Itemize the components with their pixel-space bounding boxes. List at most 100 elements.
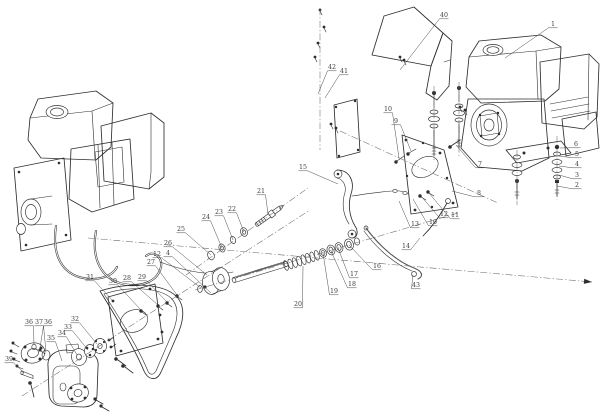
part-number: 40 [440, 12, 448, 19]
callout-12: 12 [420, 195, 449, 219]
part-number: 6 [574, 141, 578, 148]
part-number: 10 [384, 106, 392, 113]
part-number: 33 [64, 324, 72, 331]
callout-leader [398, 200, 411, 228]
throttle-cable [351, 190, 409, 197]
callout-leader [55, 341, 63, 362]
callout-28: 28 [122, 275, 159, 306]
callout-leader [155, 265, 178, 296]
callout-leader [400, 124, 412, 152]
callout-leader [146, 280, 168, 303]
callout-leader [185, 232, 212, 256]
part-number: 7 [478, 161, 482, 168]
callout-leader [33, 325, 35, 346]
callout-18: 18 [330, 250, 357, 289]
callout-31: 31 [85, 274, 113, 301]
part-number: 34 [58, 330, 66, 337]
callout-leader [39, 325, 44, 349]
callout-5: 5 [558, 151, 582, 159]
right-engine [460, 34, 600, 172]
part-number: 12 [440, 211, 448, 218]
callout-leader [223, 215, 234, 241]
callout-23: 23 [214, 209, 234, 241]
callout-11: 11 [428, 192, 460, 220]
callout-43: 43 [411, 274, 421, 290]
part-number: 11 [451, 212, 459, 219]
callout-41: 41 [324, 68, 349, 99]
belt-guard [371, 6, 453, 101]
part-number: 9 [394, 118, 398, 125]
callout-36: 36 [43, 319, 53, 353]
callout-4: 4 [163, 250, 212, 294]
part-number: 23 [215, 209, 223, 216]
callout-24: 24 [201, 214, 223, 249]
left-engine [13, 90, 234, 287]
callout-13: 13 [398, 200, 420, 229]
tension-spring [365, 227, 423, 280]
callout-2: 2 [556, 182, 582, 190]
callout-leader [558, 174, 573, 180]
callout-leader [556, 185, 573, 190]
callout-37: 37 [34, 319, 44, 349]
callout-34: 34 [57, 330, 78, 356]
part-number: 3 [575, 172, 579, 179]
hose-1 [54, 224, 119, 281]
spring [283, 250, 320, 271]
callout-leader [451, 190, 475, 198]
callout-leader [117, 284, 142, 311]
callout-leader [66, 336, 78, 356]
centerline-4 [194, 212, 459, 291]
callout-1: 1 [504, 21, 558, 59]
centerline-2 [21, 209, 311, 397]
pump-body [47, 349, 99, 408]
centerlines [21, 8, 593, 397]
callout-leader [455, 144, 476, 168]
key-pin [21, 370, 34, 379]
engine-block [68, 138, 135, 213]
callout-leader [558, 155, 573, 159]
part-number: 27 [147, 259, 155, 266]
callout-16: 16 [348, 244, 382, 271]
callout-leader [317, 70, 328, 95]
callout-7: 7 [455, 144, 485, 169]
callout-32: 32 [70, 316, 98, 345]
callout-3: 3 [558, 172, 582, 180]
callout-12: 12 [152, 251, 202, 289]
part-number: 19 [330, 288, 338, 295]
tensioner-bracket [333, 169, 451, 280]
callout-9: 9 [391, 118, 412, 152]
callout-39: 39 [4, 356, 25, 374]
callout-leader [399, 18, 440, 71]
callout-leader [79, 322, 98, 345]
part-number: 20 [294, 301, 302, 308]
callout-leader [43, 325, 47, 353]
part-number: 22 [228, 206, 236, 213]
callout-leader [330, 250, 348, 288]
part-number: 28 [123, 275, 131, 282]
part-number: 35 [47, 335, 55, 342]
callout-8: 8 [451, 190, 484, 198]
callout-leader [337, 247, 350, 278]
centerline-arrow [583, 278, 592, 284]
callout-leader [236, 212, 245, 233]
callout-27: 27 [146, 259, 178, 296]
callout-leader [348, 244, 373, 270]
part-number: 13 [411, 221, 419, 228]
muffler [561, 111, 600, 157]
callout-leader [13, 362, 25, 374]
callout-22: 22 [227, 206, 245, 233]
part-number: 15 [299, 164, 307, 171]
callout-10: 10 [412, 198, 438, 227]
callout-leader [172, 256, 212, 294]
pivot-rod [422, 202, 448, 237]
callout-leader [324, 74, 340, 99]
callout-26: 26 [163, 240, 208, 276]
centerline-1 [87, 237, 593, 283]
part-number: 24 [202, 214, 210, 221]
side-panel [333, 98, 361, 159]
pump-assembly [9, 336, 117, 412]
part-number: 18 [348, 281, 356, 288]
callout-leader [307, 170, 339, 185]
callout-25: 25 [176, 226, 212, 256]
